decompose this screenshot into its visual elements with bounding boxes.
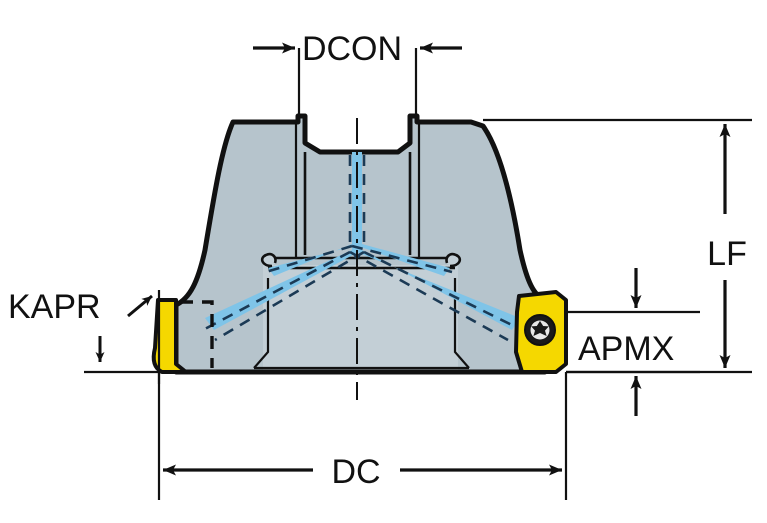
collar-lug-left	[260, 252, 277, 268]
coolant-branch-right	[352, 250, 520, 330]
hub-block	[263, 265, 458, 372]
dimension-kapr: KAPR	[8, 288, 162, 384]
hub-left-edge	[253, 278, 270, 369]
coolant-hidden-lines	[202, 155, 523, 342]
dimension-lf: LF	[483, 118, 752, 374]
dimension-dc: DC	[157, 372, 568, 500]
dimension-label-dc: DC	[331, 453, 380, 491]
dimension-label-lf: LF	[707, 235, 747, 273]
coolant-branch-upper-left	[268, 244, 362, 276]
pocket-hidden-outline	[180, 300, 214, 368]
screw-torx-star	[531, 321, 549, 336]
hub-right-edge	[453, 278, 470, 369]
coolant-channels	[202, 152, 523, 342]
collar-lug-right	[445, 252, 462, 268]
coolant-branch-left	[205, 250, 362, 330]
dimension-label-kapr: KAPR	[8, 288, 101, 326]
dimension-apmx: APMX	[566, 268, 700, 416]
insert-left-body	[151, 298, 188, 374]
dimension-label-dcon: DCON	[302, 30, 402, 68]
dimension-dcon: DCON	[253, 30, 462, 122]
insert-pocket-hidden	[180, 300, 214, 368]
coolant-central-bore	[352, 152, 362, 252]
kapr-arrow-angled	[127, 294, 153, 318]
insert-right	[514, 290, 568, 374]
insert-left	[151, 298, 188, 374]
dimension-label-apmx: APMX	[578, 330, 674, 368]
